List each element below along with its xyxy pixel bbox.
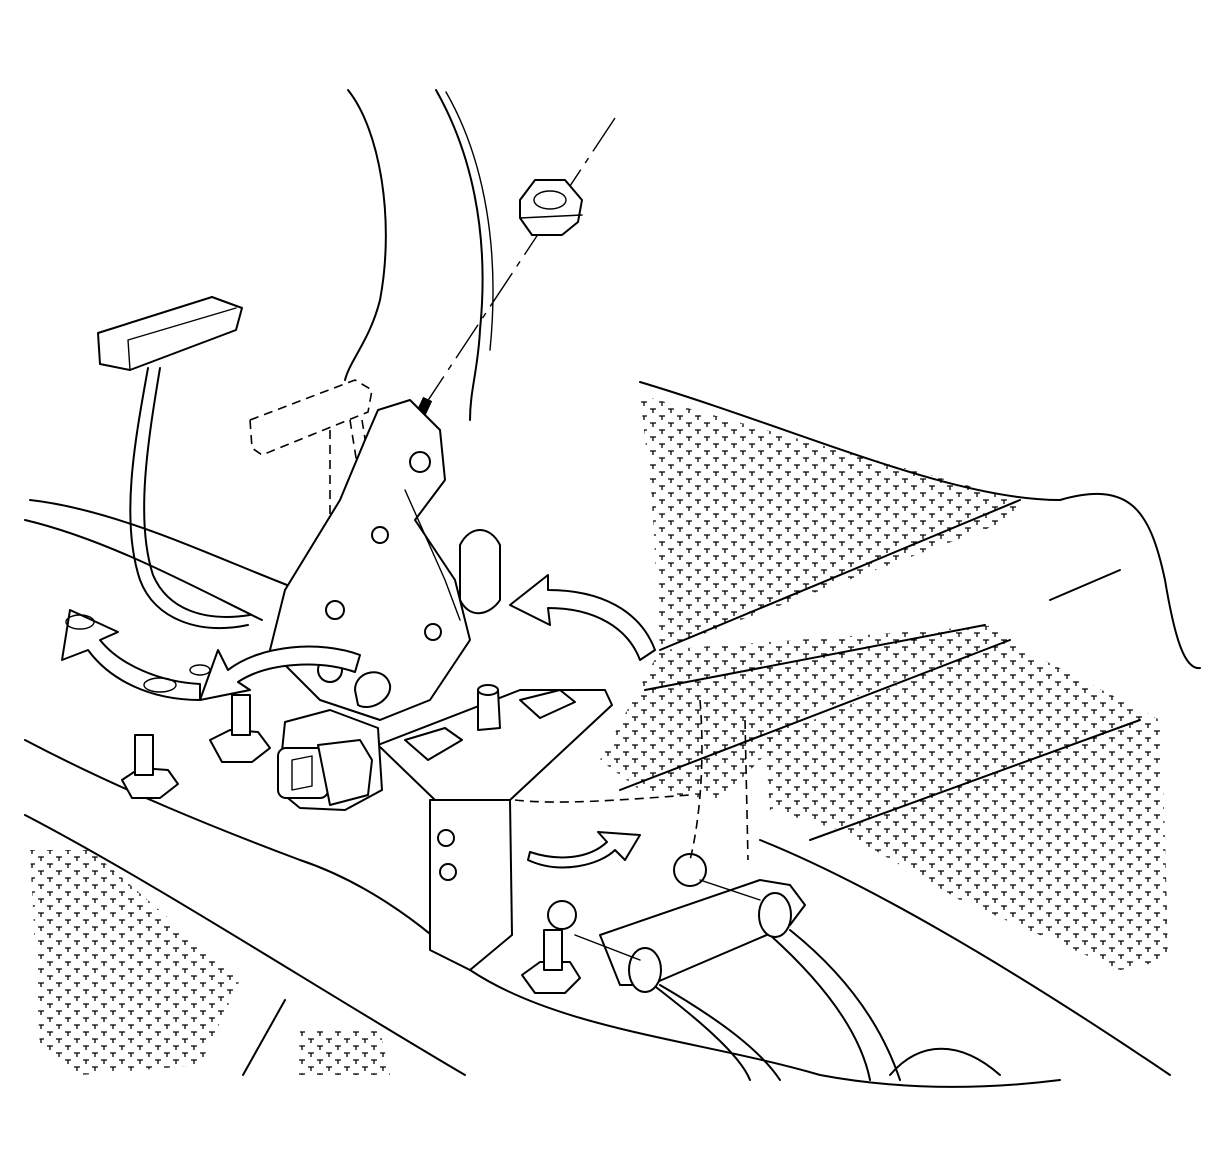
connector-housing bbox=[317, 739, 373, 806]
arrow-left-outer bbox=[61, 609, 201, 701]
base-bracket-hole-2 bbox=[439, 863, 457, 881]
install-centerline bbox=[414, 117, 616, 421]
clip-slot-1 bbox=[404, 727, 463, 761]
brake-cables bbox=[574, 879, 901, 1081]
tunnel-lower-edge bbox=[469, 969, 1061, 1088]
floor-hole-2 bbox=[143, 677, 177, 693]
console-panel-line-5 bbox=[1049, 569, 1121, 601]
bracket-pivot-bushing bbox=[354, 671, 392, 708]
carpet-region-upper-right bbox=[640, 395, 1020, 650]
floor-holes bbox=[65, 614, 211, 693]
bracket-rib bbox=[404, 489, 461, 621]
hidden-line-tunnel bbox=[514, 699, 703, 861]
cable-2-outer bbox=[769, 934, 871, 1081]
bracket-hole-2 bbox=[371, 526, 389, 544]
base-bracket-hole-1 bbox=[437, 829, 455, 847]
upper-stud bbox=[477, 689, 501, 731]
bracket-hole-4 bbox=[424, 623, 442, 641]
left-stud-2 bbox=[134, 734, 154, 776]
bracket-hole-1 bbox=[409, 451, 431, 473]
floor-panel-lower-edge bbox=[24, 519, 263, 621]
floor-panel-upper-edge bbox=[29, 499, 301, 591]
console-edge-upper bbox=[639, 381, 1201, 670]
left-stud-nut-1 bbox=[209, 729, 271, 763]
cable-2 bbox=[789, 929, 901, 1081]
base-bracket-leg bbox=[429, 799, 513, 971]
bracket-flange bbox=[459, 529, 501, 615]
clip-slot-2 bbox=[519, 689, 576, 719]
carpet-region-left bbox=[30, 850, 240, 1075]
retaining-nut-chamfer bbox=[519, 214, 583, 219]
hidden-line-console bbox=[744, 719, 749, 861]
console-panel-line-2 bbox=[644, 624, 986, 691]
door-pillar-edge bbox=[445, 91, 494, 351]
upper-stud-top bbox=[477, 684, 499, 696]
arrow-lower-right bbox=[527, 831, 641, 869]
floor-line-lower-1 bbox=[242, 999, 286, 1076]
cable-rod bbox=[574, 879, 761, 961]
pedal-pad-edge bbox=[97, 307, 237, 371]
pedal-mounting-bracket bbox=[269, 399, 501, 721]
retaining-nut-assembly bbox=[413, 117, 616, 422]
lower-stud bbox=[543, 929, 563, 971]
cable-1-outer bbox=[639, 974, 751, 1081]
left-stud-1 bbox=[231, 694, 251, 736]
sill-edge bbox=[24, 739, 471, 971]
cable-grommet bbox=[673, 853, 707, 887]
arrow-upper-right bbox=[509, 574, 656, 661]
pedal-arm bbox=[129, 367, 249, 629]
vehicle-body-outlines bbox=[24, 89, 1201, 1088]
rocker-lower bbox=[24, 814, 466, 1076]
retaining-nut bbox=[519, 179, 583, 236]
carpet-region-lower-right bbox=[840, 800, 1168, 970]
lower-stud-grommet bbox=[547, 900, 577, 930]
floor-line-lower-2 bbox=[889, 1047, 1001, 1076]
console-panel-line-4 bbox=[809, 719, 1141, 841]
carpet-floor bbox=[30, 395, 1168, 1075]
carpet-region-middle-right bbox=[600, 625, 1010, 800]
cable-1 bbox=[659, 984, 781, 1081]
console-panel-line-3 bbox=[619, 639, 1011, 791]
console-edge-right bbox=[759, 839, 1171, 1076]
bracket-hole-3 bbox=[325, 600, 345, 620]
floor-hole-1 bbox=[65, 614, 95, 630]
floor-hole-3 bbox=[189, 664, 211, 676]
pedal-pad bbox=[97, 296, 243, 371]
door-pillar-outer bbox=[344, 89, 387, 381]
console-panel-line-1 bbox=[659, 499, 1021, 651]
cable-1-end-fitting bbox=[628, 947, 662, 993]
hidden-lines bbox=[514, 699, 749, 861]
carpet-region-right bbox=[765, 640, 1165, 850]
electrical-connector bbox=[277, 709, 383, 811]
pedal-pad-alternate-position bbox=[249, 379, 373, 456]
retaining-nut-bore bbox=[533, 190, 567, 210]
bracket-plate bbox=[269, 399, 471, 721]
mounting-hardware bbox=[121, 684, 707, 994]
lower-stud-nut bbox=[521, 961, 581, 994]
arrow-pedal-removal bbox=[199, 645, 361, 701]
connector-latch bbox=[291, 755, 313, 791]
pedal-arm-inner bbox=[143, 367, 251, 618]
cable-2-end-fitting bbox=[758, 892, 792, 938]
door-pillar-inner bbox=[435, 89, 484, 421]
carpet-region-bottom bbox=[298, 1030, 390, 1075]
